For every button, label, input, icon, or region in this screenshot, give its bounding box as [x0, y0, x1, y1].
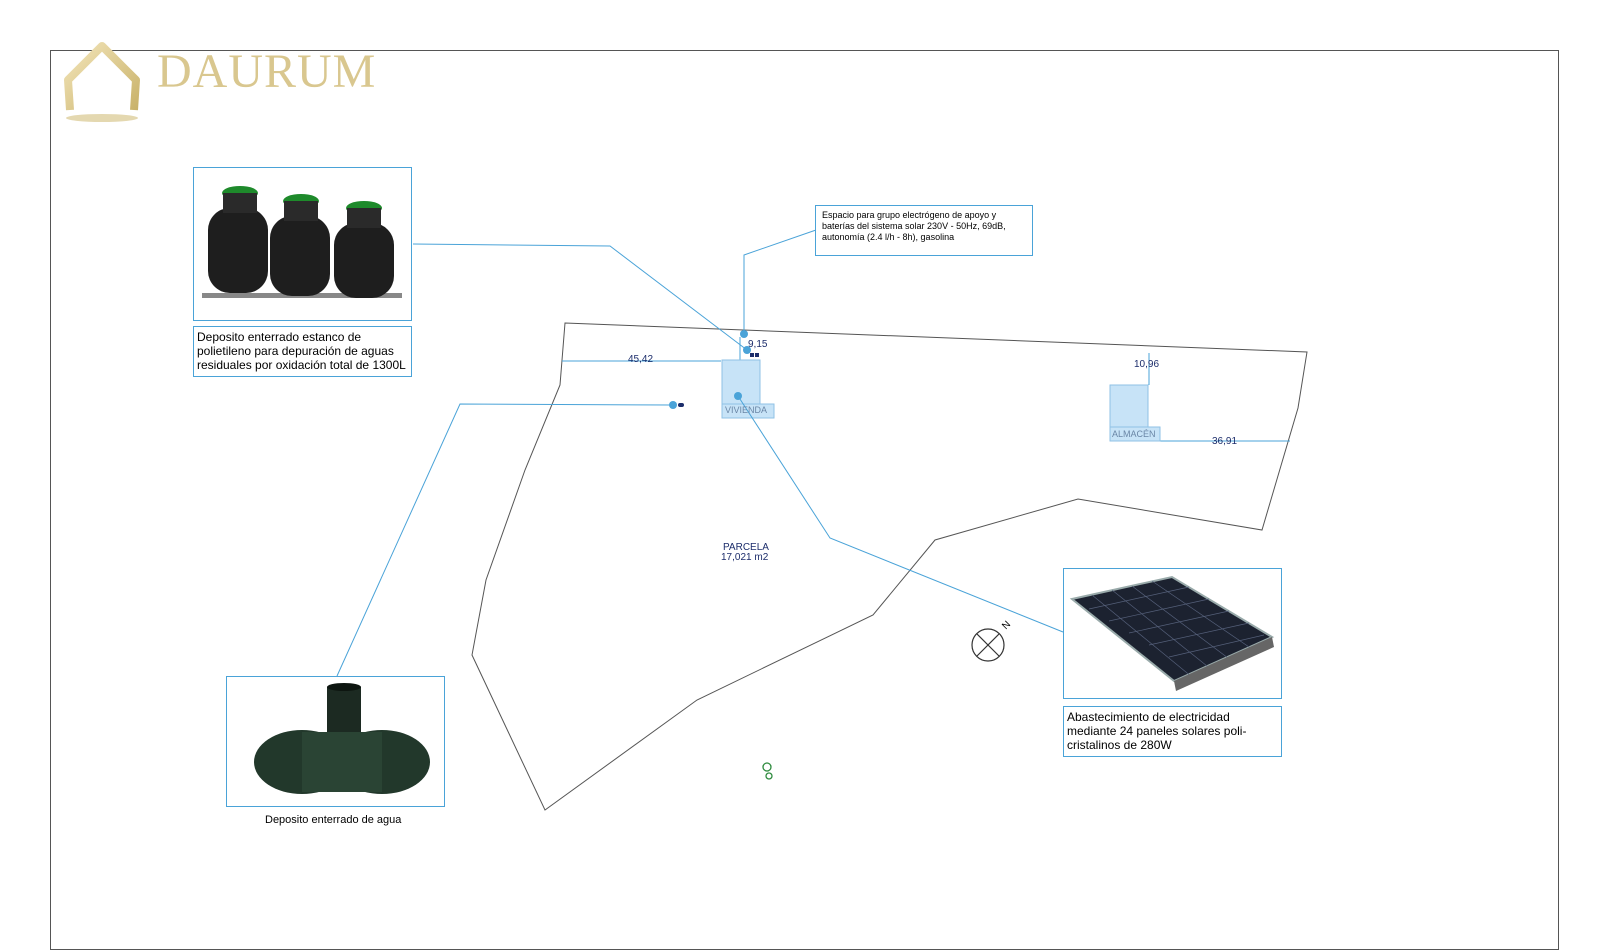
logo-text: DAURUM [157, 45, 377, 98]
parcel-name: PARCELA [723, 542, 769, 553]
marker-dots [678, 353, 759, 407]
dimension-lines [562, 337, 1290, 442]
north-arrow-icon [971, 628, 1005, 662]
parcel-area: 17,021 m2 [721, 552, 769, 563]
dimension-label-3: 10,96 [1134, 359, 1160, 370]
water-tank-caption: Deposito enterrado de agua [265, 814, 402, 826]
septic-tank-image-box [193, 167, 412, 321]
water-tank-image-box [226, 676, 445, 807]
solar-panel-icon [1069, 575, 1275, 691]
septic-tanks-icon [202, 186, 402, 298]
house-outline-logo-icon [64, 42, 140, 122]
callout-leaders [336, 229, 1064, 677]
dimension-label-1: 45,42 [628, 354, 654, 365]
septic-tank-caption: Deposito enterrado estanco de polietilen… [193, 326, 412, 377]
dimension-label-2: 9,15 [748, 339, 768, 350]
storage-footprint [1109, 384, 1149, 428]
leader-points [669, 330, 751, 409]
house-label: VIVIENDA [725, 405, 768, 415]
generator-space-caption: Espacio para grupo electrógeno de apoyo … [815, 205, 1033, 256]
storage-label: ALMACÉN [1112, 429, 1156, 439]
solar-panel-image-box [1063, 568, 1282, 699]
parcel-boundary [471, 322, 1308, 811]
solar-panel-caption: Abastecimiento de electricidad mediante … [1063, 706, 1282, 757]
daurum-logo: DAURUM [62, 40, 382, 126]
tree-symbol-icon [762, 762, 773, 780]
water-tank-icon [254, 683, 430, 794]
dimension-label-4: 36,91 [1212, 436, 1238, 447]
